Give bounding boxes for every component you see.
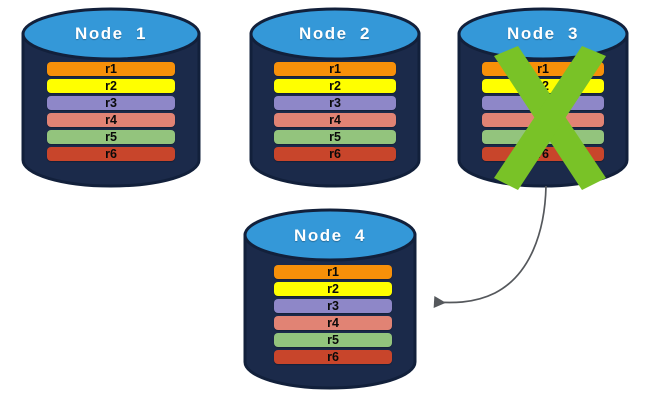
- row-r3[interactable]: r3: [47, 96, 175, 110]
- node-4-rows: r1 r2 r3 r4 r5 r6: [274, 265, 392, 364]
- row-r5[interactable]: r5: [482, 130, 604, 144]
- row-r6[interactable]: r6: [274, 350, 392, 364]
- node-3-rows: r1 r2 r3 r4 r5 r6: [482, 62, 604, 161]
- row-r1[interactable]: r1: [482, 62, 604, 76]
- node-2-rows: r1 r2 r3 r4 r5 r6: [274, 62, 396, 161]
- row-r6[interactable]: r6: [482, 147, 604, 161]
- row-r6[interactable]: r6: [47, 147, 175, 161]
- row-r1[interactable]: r1: [47, 62, 175, 76]
- row-r1[interactable]: r1: [274, 62, 396, 76]
- node-1-rows: r1 r2 r3 r4 r5 r6: [47, 62, 175, 161]
- row-r5[interactable]: r5: [47, 130, 175, 144]
- row-r4[interactable]: r4: [47, 113, 175, 127]
- row-r3[interactable]: r3: [274, 96, 396, 110]
- node-1[interactable]: Node 1 r1 r2 r3 r4 r5 r6: [21, 7, 201, 188]
- row-r2[interactable]: r2: [482, 79, 604, 93]
- row-r4[interactable]: r4: [482, 113, 604, 127]
- row-r3[interactable]: r3: [274, 299, 392, 313]
- row-r4[interactable]: r4: [274, 113, 396, 127]
- node-4[interactable]: Node 4 r1 r2 r3 r4 r5 r6: [243, 208, 417, 390]
- row-r6[interactable]: r6: [274, 147, 396, 161]
- row-r1[interactable]: r1: [274, 265, 392, 279]
- row-r2[interactable]: r2: [274, 282, 392, 296]
- node-2[interactable]: Node 2 r1 r2 r3 r4 r5 r6: [249, 7, 421, 188]
- node-3[interactable]: Node 3 r1 r2 r3 r4 r5 r6: [457, 7, 629, 190]
- row-r2[interactable]: r2: [274, 79, 396, 93]
- row-r5[interactable]: r5: [274, 130, 396, 144]
- row-r5[interactable]: r5: [274, 333, 392, 347]
- row-r3[interactable]: r3: [482, 96, 604, 110]
- row-r2[interactable]: r2: [47, 79, 175, 93]
- row-r4[interactable]: r4: [274, 316, 392, 330]
